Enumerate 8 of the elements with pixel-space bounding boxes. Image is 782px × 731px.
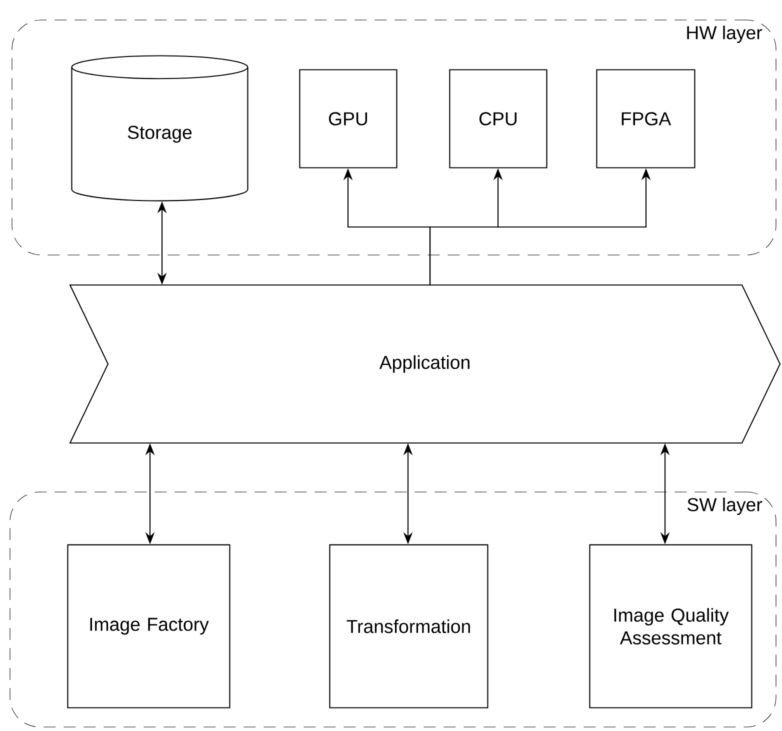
process-box: CPU — [449, 69, 548, 168]
chevron-band: Application — [69, 284, 781, 444]
process-box: Image Factory — [67, 544, 230, 708]
process-box: GPU — [299, 69, 398, 168]
process-box: FPGA — [596, 69, 696, 168]
process-box: Transformation — [329, 544, 488, 708]
storage-cylinder: Storage — [71, 55, 248, 202]
process-box: Image Quality Assessment — [589, 544, 752, 708]
